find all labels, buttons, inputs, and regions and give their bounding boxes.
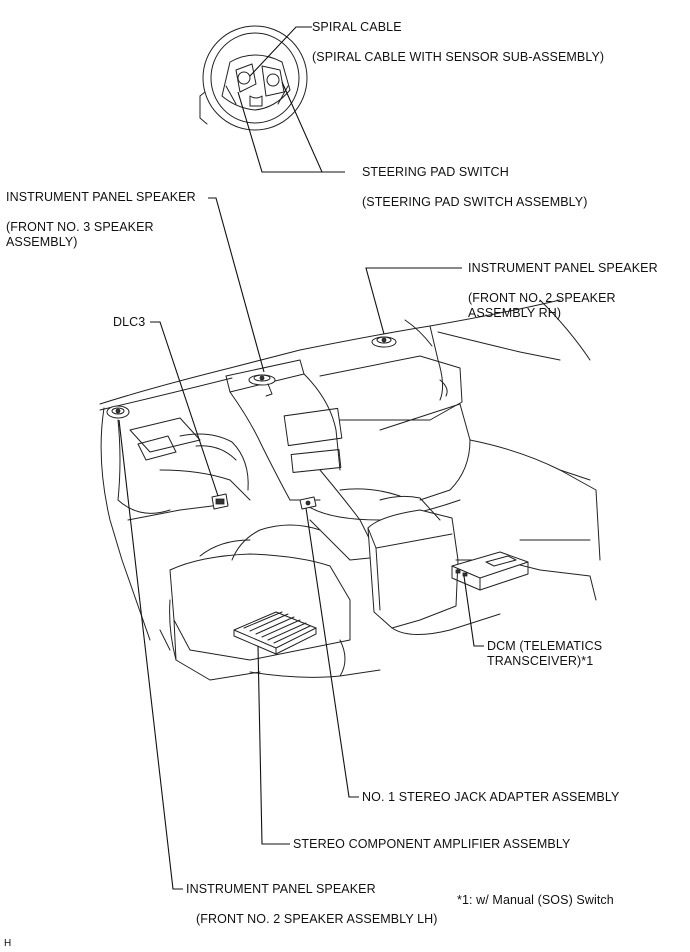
label-ip-speaker-rh-sub-1: (FRONT NO. 2 SPEAKER (468, 291, 616, 305)
label-stereo-jack: NO. 1 STEREO JACK ADAPTER ASSEMBLY (362, 790, 620, 804)
label-spiral-cable: SPIRAL CABLE (312, 20, 402, 34)
label-ip-speaker-lh-sub: (FRONT NO. 2 SPEAKER ASSEMBLY LH) (196, 912, 438, 926)
label-ip-speaker-no3-sub-2: ASSEMBLY) (6, 235, 78, 249)
label-dcm-1: DCM (TELEMATICS (487, 639, 603, 653)
dlc3-connector (211, 493, 229, 510)
label-amplifier: STEREO COMPONENT AMPLIFIER ASSEMBLY (293, 837, 571, 851)
footnote: *1: w/ Manual (SOS) Switch (457, 893, 614, 907)
speaker-front-no3 (248, 374, 276, 397)
label-ip-speaker-rh: INSTRUMENT PANEL SPEAKER (468, 261, 658, 275)
stereo-jack-adapter (299, 496, 317, 510)
speaker-front-no2-lh (106, 405, 130, 419)
label-dlc3: DLC3 (113, 315, 146, 329)
label-ip-speaker-no3: INSTRUMENT PANEL SPEAKER (6, 190, 196, 204)
label-ip-speaker-no3-sub-1: (FRONT NO. 3 SPEAKER (6, 220, 154, 234)
speaker-front-no2-rh (371, 336, 397, 348)
corner-mark: H (4, 938, 12, 949)
label-dcm-2: TRANSCEIVER)*1 (487, 654, 594, 668)
label-steering-pad-switch-sub: (STEERING PAD SWITCH ASSEMBLY) (362, 195, 588, 209)
leader-lines (118, 26, 484, 890)
dcm-telematics-transceiver (451, 551, 529, 591)
label-ip-speaker-rh-sub-2: ASSEMBLY RH) (468, 306, 562, 320)
label-steering-pad-switch: STEERING PAD SWITCH (362, 165, 509, 179)
steering-wheel-illustration (199, 25, 308, 131)
stereo-amplifier (233, 611, 317, 655)
dashboard-illustration (99, 299, 601, 681)
label-ip-speaker-lh: INSTRUMENT PANEL SPEAKER (186, 882, 376, 896)
label-spiral-cable-sub: (SPIRAL CABLE WITH SENSOR SUB-ASSEMBLY) (312, 50, 605, 64)
